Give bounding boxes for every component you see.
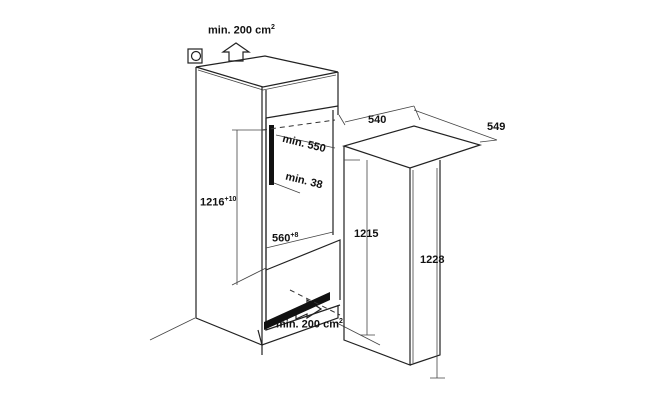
appliance-width-label: 549 — [487, 121, 506, 133]
power-socket-icon — [187, 48, 203, 64]
niche-height-label: 1216+10 — [200, 196, 237, 209]
appliance — [341, 125, 483, 366]
dim-appliance-depth — [338, 105, 421, 126]
dim-appliance-body-height — [344, 159, 375, 336]
dim-niche-height — [231, 129, 267, 286]
dim-niche-depth — [275, 134, 336, 149]
niche-width-label: 560+8 — [272, 232, 299, 245]
vent-top-label: min. 200 cm2 — [208, 24, 275, 37]
vent-up-arrow-icon — [221, 42, 251, 62]
dim-niche-width — [265, 231, 334, 249]
appliance-depth-label: 540 — [368, 114, 387, 126]
dim-appliance-total-height — [430, 168, 445, 379]
appliance-total-height-label: 1228 — [420, 254, 445, 266]
appliance-body-height-label: 1215 — [354, 228, 379, 240]
vent-bottom-label: min. 200 cm2 — [276, 318, 343, 331]
dim-appliance-width — [413, 109, 498, 143]
